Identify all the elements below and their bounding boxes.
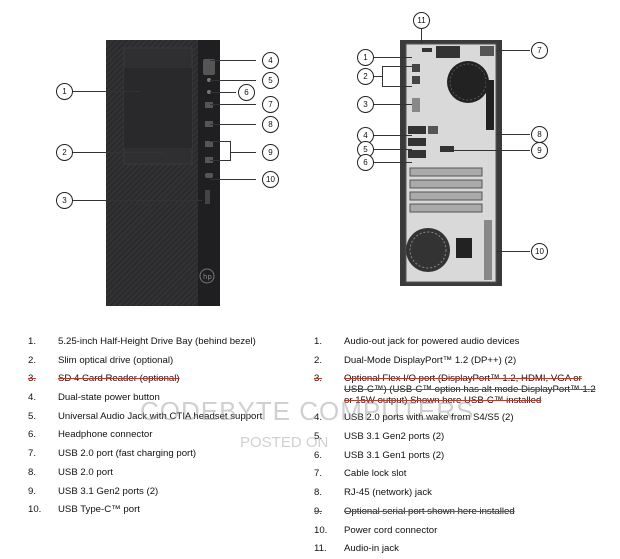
rear-callout-4: 4 (357, 127, 374, 144)
rear-callout-8: 8 (531, 126, 548, 143)
front-leader-line-9b (210, 160, 230, 161)
front-leader-line-10 (210, 179, 256, 180)
front-list-item: 3.SD 4 Card Reader (optional) (28, 373, 180, 385)
rear-feature-list: 1.Audio-out jack for powered audio devic… (314, 333, 614, 559)
rear-tower-image (400, 40, 502, 286)
rear-leader-line-2b (382, 66, 383, 86)
rear-callout-7: 7 (531, 42, 548, 59)
rear-leader-line-7 (496, 50, 530, 51)
front-tower-image: hp (106, 40, 220, 306)
rear-leader-line-2c (382, 66, 412, 67)
rear-leader-line-9 (452, 150, 530, 151)
front-callout-2: 2 (56, 144, 73, 161)
rear-list-item: 3.Optional Flex I/O port (DisplayPort™ 1… (314, 373, 596, 407)
rear-leader-line-8 (496, 134, 530, 135)
rear-callout-6: 6 (357, 154, 374, 171)
rear-list-item: 4.USB 2.0 ports with wake from S4/S5 (2) (314, 412, 514, 424)
front-leader-line-9a (210, 141, 230, 142)
front-leader-line-4 (210, 60, 256, 61)
rear-callout-9: 9 (531, 142, 548, 159)
front-leader-line-5 (210, 80, 256, 81)
front-feature-list: 1.5.25-inch Half-Height Drive Bay (behin… (28, 333, 308, 520)
rear-list-item: 10.Power cord connector (314, 524, 438, 536)
rear-callout-10: 10 (531, 243, 548, 260)
rear-list-item: 5.USB 3.1 Gen2 ports (2) (314, 431, 445, 443)
rear-list-item: 7.Cable lock slot (314, 468, 407, 480)
front-callout-1: 1 (56, 83, 73, 100)
front-callout-4: 4 (262, 52, 279, 69)
rear-tower-illustration (400, 40, 502, 286)
rear-callout-11: 11 (413, 12, 430, 29)
front-list-item: 10.USB Type-C™ port (28, 504, 140, 516)
rear-leader-line-4 (372, 135, 412, 136)
front-leader-line-9d (230, 152, 256, 153)
front-leader-line-6 (210, 92, 236, 93)
front-callout-10: 10 (262, 171, 279, 188)
rear-list-item: 1.Audio-out jack for powered audio devic… (314, 336, 520, 347)
rear-list-item: 9.Optional serial port shown here instal… (314, 505, 515, 517)
front-list-item: 9.USB 3.1 Gen2 ports (2) (28, 485, 159, 497)
front-callout-3: 3 (56, 192, 73, 209)
rear-callout-3: 3 (357, 96, 374, 113)
rear-leader-line-11 (421, 26, 422, 44)
front-list-item: 6.Headphone connector (28, 429, 153, 441)
front-callout-7: 7 (262, 96, 279, 113)
rear-list-item: 8.RJ-45 (network) jack (314, 487, 432, 499)
front-tower-illustration: hp (106, 40, 220, 306)
svg-text:hp: hp (203, 273, 212, 281)
front-callout-6: 6 (238, 84, 255, 101)
front-list-item: 1.5.25-inch Half-Height Drive Bay (behin… (28, 336, 256, 347)
rear-leader-line-5 (372, 149, 412, 150)
rear-leader-line-2a (372, 76, 382, 77)
rear-leader-line-3 (372, 104, 412, 105)
front-callout-9: 9 (262, 144, 279, 161)
front-leader-line-2 (72, 152, 164, 153)
rear-list-item: 11.Audio-in jack (314, 543, 399, 555)
front-leader-line-7 (210, 104, 256, 105)
front-callout-8: 8 (262, 116, 279, 133)
front-leader-line-1 (72, 91, 140, 92)
rear-list-item: 2.Dual-Mode DisplayPort™ 1.2 (DP++) (2) (314, 354, 517, 366)
front-list-item: 8.USB 2.0 port (28, 466, 113, 478)
front-list-item: 7.USB 2.0 port (fast charging port) (28, 448, 197, 460)
front-callout-5: 5 (262, 72, 279, 89)
front-leader-line-3 (72, 200, 202, 201)
rear-leader-line-10 (496, 251, 530, 252)
front-leader-line-9c (230, 141, 231, 161)
rear-leader-line-1 (372, 57, 412, 58)
rear-callout-2: 2 (357, 68, 374, 85)
front-list-item: 4.Dual-state power button (28, 392, 160, 404)
rear-leader-line-6 (372, 162, 412, 163)
rear-leader-line-2d (382, 86, 412, 87)
front-list-item: 5.Universal Audio Jack with CTIA headset… (28, 410, 263, 422)
rear-list-item: 6.USB 3.1 Gen1 ports (2) (314, 449, 445, 461)
front-list-item: 2.Slim optical drive (optional) (28, 354, 174, 366)
front-leader-line-8 (210, 124, 256, 125)
rear-callout-1: 1 (357, 49, 374, 66)
